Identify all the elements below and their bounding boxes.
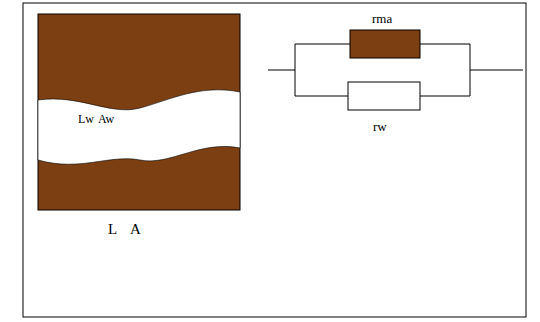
water-resistance-label: rw — [373, 120, 387, 133]
frame — [23, 3, 526, 317]
rock-matrix — [38, 14, 240, 210]
sample-length-label: L — [108, 222, 117, 237]
sample-area-label: A — [130, 222, 141, 237]
channel-area-label: Aw — [98, 113, 114, 125]
matrix-resistance-label: rma — [372, 12, 392, 25]
matrix-resistor-symbol — [350, 30, 420, 58]
water-channel — [38, 90, 240, 164]
water-resistor-symbol — [348, 82, 420, 110]
channel-length-label: Lw — [78, 113, 94, 125]
